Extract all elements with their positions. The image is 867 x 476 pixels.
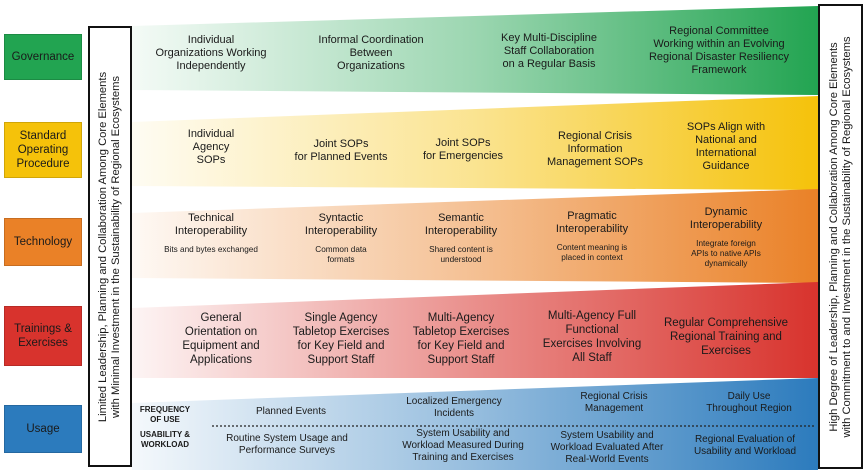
usage-frequency-4: Daily Use Throughout Region [706,391,792,414]
right-note-box: High Degree of Leadership, Planning and … [818,4,863,469]
train-cell-4: Multi-Agency Full Functional Exercises I… [542,310,642,364]
gov-cell-4: Regional Committee Working within an Evo… [648,25,790,76]
train-cell-5: Regular Comprehensive Regional Training … [663,317,789,357]
sop-cell-3: Joint SOPs for Emergencies [422,137,504,162]
lane-label-sop: Standard Operating Procedure [4,122,82,178]
band-usage [132,378,818,470]
gov-cell-2: Informal Coordination Between Organizati… [318,34,424,72]
tech-cell-1: Technical Interoperability Bits and byte… [164,212,258,254]
sop-cell-5: SOPs Align with National and Internation… [686,121,766,172]
band-technology [132,189,818,283]
usage-workload-2: System Usability and Workload Measured D… [402,428,524,463]
sop-cell-1: Individual Agency SOPs [187,128,235,166]
lane-label-technology: Technology [4,218,82,266]
right-note-text: High Degree of Leadership, Planning and … [827,35,853,438]
sop-cell-2: Joint SOPs for Planned Events [294,138,388,163]
gov-cell-3: Key Multi-Discipline Staff Collaboration… [501,32,597,70]
usage-workload-1: Routine System Usage and Performance Sur… [226,433,348,456]
sop-cell-4: Regional Crisis Information Management S… [547,130,643,168]
tech-cell-2: Syntactic Interoperability Common data f… [304,212,378,264]
train-cell-3: Multi-Agency Tabletop Exercises for Key … [412,312,510,366]
train-cell-1: General Orientation on Equipment and App… [182,312,260,366]
frequency-label: FREQUENCY OF USE [139,405,191,424]
tech-cell-4: Pragmatic Interoperability Content meani… [555,210,629,262]
tech-cell-3: Semantic Interoperability Shared content… [424,212,498,264]
left-note-text: Limited Leadership, Planning and Collabo… [97,71,122,422]
band-trainings [132,282,818,378]
band-sop [132,96,818,190]
usage-frequency-2: Localized Emergency Incidents [406,396,502,419]
usage-frequency-1: Planned Events [255,406,327,417]
gov-cell-1: Individual Organizations Working Indepen… [155,34,267,72]
lane-label-trainings: Trainings & Exercises [4,306,82,366]
band-governance [132,6,818,95]
lane-label-governance: Governance [4,34,82,80]
usage-workload-4: Regional Evaluation of Usability and Wor… [693,434,797,457]
train-cell-2: Single Agency Tabletop Exercises for Key… [292,312,390,366]
usage-workload-3: System Usability and Workload Evaluated … [550,430,664,465]
usage-frequency-3: Regional Crisis Management [580,391,648,414]
left-note-box: Limited Leadership, Planning and Collabo… [88,26,132,467]
workload-label: USABILITY & WORKLOAD [139,430,191,449]
tech-cell-5: Dynamic Interoperability Integrate forei… [689,206,763,268]
lane-label-usage: Usage [4,405,82,453]
